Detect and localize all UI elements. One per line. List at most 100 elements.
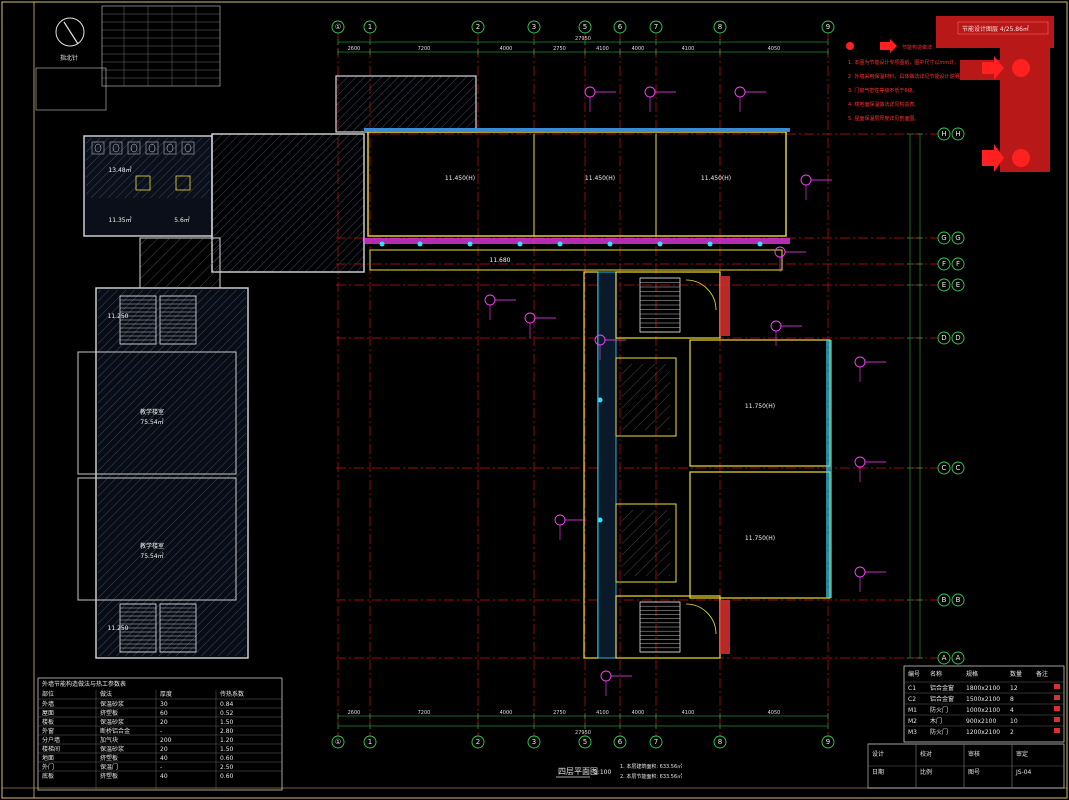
left-wing: 13.48㎡ 11.35㎡ 5.6㎡ 教学楼室 75.54㎡ 教学楼室 75.5… [77,75,477,659]
column-marker-8 [757,241,763,247]
svg-text:E: E [942,281,946,289]
svg-text:3: 3 [532,23,536,31]
dim-top-3: 2750 [553,46,566,52]
energy-cell-7-0: 外门 [42,763,54,771]
energy-cell-8-0: 底板 [42,772,54,780]
dim-bottom-0: 2600 [348,710,361,716]
dw-cell-2-2: 1000x2100 [966,707,1000,714]
svg-text:2: 2 [476,738,480,746]
title-cell-0: 设计 [872,750,884,758]
column-marker-1 [417,241,423,247]
grid-bubble-5-top: 5 [578,20,592,34]
dw-cell-1-0: C2 [908,696,916,703]
dw-cell-4-2: 1200x2100 [966,729,1000,736]
dw-cell-4-0: M3 [908,729,917,736]
dw-cell-0-3: 12 [1010,685,1018,692]
dw-th-1: 名称 [930,670,942,678]
title-cell-1: 校对 [920,750,932,758]
dw-th-4: 备注 [1036,670,1048,678]
annotation-9 [854,456,886,482]
svg-text:1: 1 [368,23,372,31]
energy-th-0: 部位 [42,690,54,698]
classroom-b-name: 教学楼室 [140,542,164,550]
column-marker-4 [557,241,563,247]
east-room-elev-1: 11.750(H) [745,403,775,410]
legend-top-right: 节能构造做法 1. 本图为节能设计专项图纸，图中尺寸以mm计。2. 外墙采用保温… [846,16,1054,172]
title-cell-7: JS-04 [1015,769,1032,776]
svg-text:8: 8 [718,23,722,31]
grid-bubble-H-inner: H [937,127,951,141]
annotation-13 [594,334,626,360]
svg-text:F: F [942,260,946,268]
annotation-2 [734,86,766,112]
classroom-a-name: 教学楼室 [140,408,164,416]
legend-note-1: 2. 外墙采用保温材料，具体做法详见节能设计说明。 [848,73,964,80]
grid-bubble-C-inner: C [937,461,951,475]
energy-cell-5-2: 20 [160,746,168,753]
legend-note-0: 1. 本图为节能设计专项图纸，图中尺寸以mm计。 [848,59,959,66]
svg-text:6: 6 [618,23,623,31]
dw-cell-0-2: 1800x2100 [966,685,1000,692]
energy-cell-6-1: 挤塑板 [100,754,118,762]
energy-cell-1-1: 挤塑板 [100,709,118,717]
grid-bubble-B-inner: B [937,593,951,607]
energy-cell-7-3: 2.50 [220,764,234,771]
energy-cell-1-3: 0.52 [220,710,234,717]
dim-bottom-1: 7200 [418,710,431,716]
grid-bubble-A-inner: A [937,651,951,665]
dw-cell-2-1: 防火门 [930,706,948,714]
north-wing: 11.450(H) 11.450(H) 11.450(H) 11.680 [364,128,790,271]
energy-cell-0-2: 30 [160,701,168,708]
grid-bubble-7-top: 7 [649,20,663,34]
svg-text:6: 6 [618,738,623,746]
dw-cell-4-1: 防火门 [930,728,948,736]
dimension-lines: 2600260072007200400040002750275041004100… [337,36,923,736]
energy-th-3: 传热系数 [220,690,244,698]
energy-table-title: 外墙节能构造做法与热工参数表 [42,680,126,688]
dw-cell-1-2: 1500x2100 [966,696,1000,703]
energy-cell-5-3: 1.50 [220,746,234,753]
grid-bubble-G-inner: G [937,231,951,245]
column-marker-3 [517,241,523,247]
annotation-6 [524,312,556,338]
legend-note-4: 5. 屋面保温层厚度详见剖面图。 [848,115,919,122]
energy-cell-2-0: 楼板 [42,718,54,726]
column-marker-7 [707,241,713,247]
energy-cell-4-3: 1.20 [220,737,234,744]
grid-bubble-1-bottom: 1 [363,735,377,749]
energy-th-1: 做法 [100,690,112,698]
svg-text:B: B [942,596,947,604]
column-marker-10 [597,517,603,523]
energy-cell-4-0: 分户墙 [42,736,60,744]
annotation-8 [854,356,886,382]
energy-cell-2-1: 保温砂浆 [100,718,124,726]
dim-top-2: 4000 [500,46,513,52]
energy-cell-3-3: 2.80 [220,728,234,735]
energy-cell-7-1: 保温门 [100,763,118,771]
compass-label: 指北针 [60,54,78,62]
dw-cell-0-1: 铝合金窗 [930,684,954,692]
svg-text:D: D [941,334,946,342]
plan-title-block: 四层平面图 1:100 1. 本层建筑面积: 633.56㎡ 2. 本层节能面积… [556,763,682,780]
svg-text:7: 7 [654,23,658,31]
svg-text:2: 2 [476,23,480,31]
annotation-1 [644,86,676,112]
energy-cell-4-1: 加气块 [100,736,118,744]
dim-top-1: 7200 [418,46,431,52]
office-a-area: 11.35㎡ [108,216,131,224]
svg-text:D: D [955,334,960,342]
energy-cell-6-0: 地面 [42,754,54,762]
dw-th-3: 数量 [1010,670,1022,678]
svg-text:①: ① [335,738,341,746]
corridor-elev: 11.680 [490,257,511,264]
energy-cell-7-2: - [160,764,162,771]
column-marker-2 [467,241,473,247]
column-marker-9 [597,397,603,403]
dim-overall-bottom: 27950 [575,730,591,736]
dim-bottom-5: 4000 [632,710,645,716]
dim-bottom-7: 4050 [768,710,781,716]
annotation-4 [774,246,806,272]
grid-bubble-A-outer: A [951,651,965,665]
plan-note-1: 1. 本层建筑面积: 633.56㎡ [620,763,682,770]
